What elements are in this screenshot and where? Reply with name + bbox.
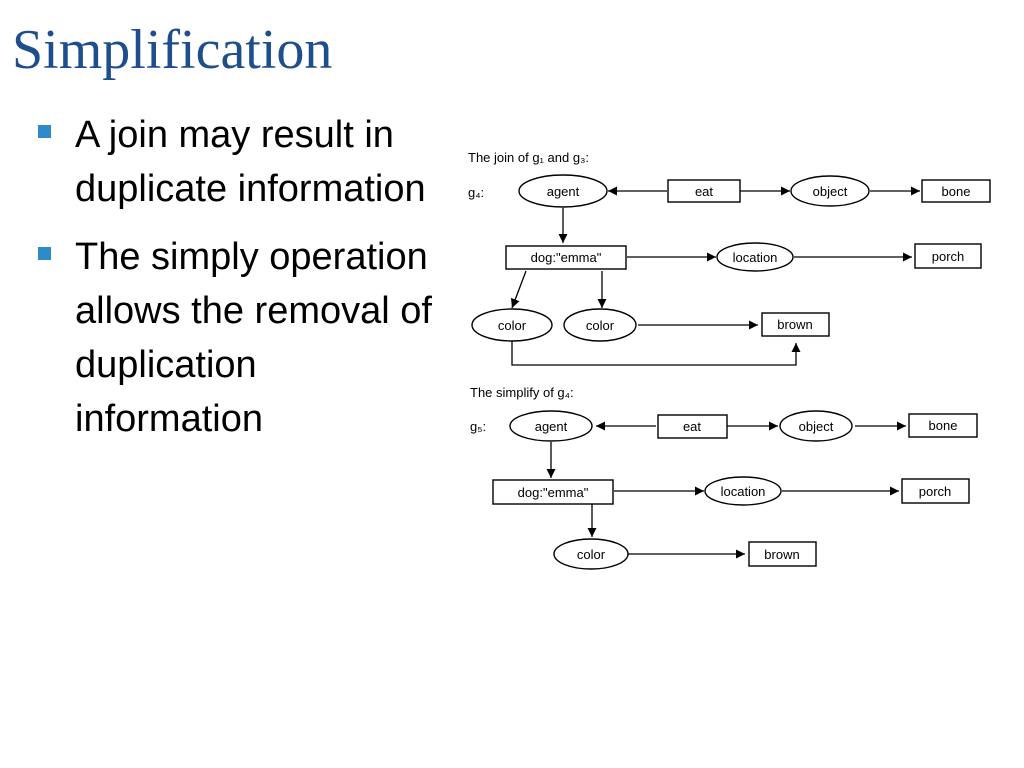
simplify-node-object-label: object: [799, 419, 834, 434]
simplify-node-bone: [908, 413, 978, 438]
join-node-bone-label: bone: [942, 184, 971, 199]
bullet-square-icon: [38, 247, 51, 260]
simplify-node-object: [779, 410, 853, 442]
join-node-dog-label: dog:"emma": [531, 250, 602, 265]
join-node-brown-label: brown: [777, 317, 812, 332]
simplify-node-agent: [509, 410, 593, 442]
conceptual-graph-diagram: The join of g₁ and g₃: g₄: agent eat obj…: [460, 135, 1000, 585]
bullet-square-icon: [38, 125, 51, 138]
join-node-dog: [505, 245, 627, 270]
simplify-caption: The simplify of g₄:: [470, 385, 574, 400]
bullet-text: A join may result in duplicate informati…: [75, 114, 426, 210]
simplify-node-dog: [492, 479, 614, 505]
simplify-node-agent-label: agent: [535, 419, 568, 434]
bullet-item: The simply operation allows the removal …: [38, 230, 438, 446]
simplify-node-eat: [657, 414, 728, 439]
simplify-node-porch-label: porch: [919, 484, 952, 499]
join-node-location: [716, 242, 794, 272]
join-node-agent-label: agent: [547, 184, 580, 199]
join-node-eat-label: eat: [695, 184, 713, 199]
simplify-node-bone-label: bone: [929, 418, 958, 433]
bullet-list: A join may result in duplicate informati…: [38, 108, 438, 460]
simplify-node-color-label: color: [577, 547, 606, 562]
simplify-node-location: [704, 476, 782, 506]
join-node-bone: [921, 179, 991, 203]
join-node-color2: [563, 308, 637, 342]
join-node-color2-label: color: [586, 318, 615, 333]
simplify-node-eat-label: eat: [683, 419, 701, 434]
join-node-agent: [518, 174, 608, 208]
join-node-brown: [761, 312, 830, 337]
join-caption: The join of g₁ and g₃:: [468, 150, 589, 165]
edge-dog-color1: [510, 270, 527, 309]
simplify-node-dog-label: dog:"emma": [518, 485, 589, 500]
simplify-graph-label: g₅:: [470, 419, 486, 434]
join-node-porch: [914, 243, 982, 269]
simplify-node-location-label: location: [721, 484, 766, 499]
join-node-color1-label: color: [498, 318, 527, 333]
simplify-node-color: [553, 538, 629, 570]
slide-title: Simplification: [12, 19, 333, 81]
bullet-text: The simply operation allows the removal …: [75, 236, 432, 440]
join-graph-label: g₄:: [468, 185, 484, 200]
simplify-node-brown: [748, 541, 817, 567]
simplify-node-porch: [901, 478, 970, 504]
simplify-node-brown-label: brown: [764, 547, 799, 562]
join-node-color1: [471, 308, 553, 342]
edge-color1-brown: [511, 341, 801, 366]
bullet-item: A join may result in duplicate informati…: [38, 108, 438, 216]
join-node-eat: [667, 179, 741, 203]
join-node-porch-label: porch: [932, 249, 965, 264]
diagram-svg: The join of g₁ and g₃: g₄: agent eat obj…: [468, 150, 991, 570]
join-node-object-label: object: [813, 184, 848, 199]
join-node-object: [790, 175, 870, 207]
join-node-location-label: location: [733, 250, 778, 265]
